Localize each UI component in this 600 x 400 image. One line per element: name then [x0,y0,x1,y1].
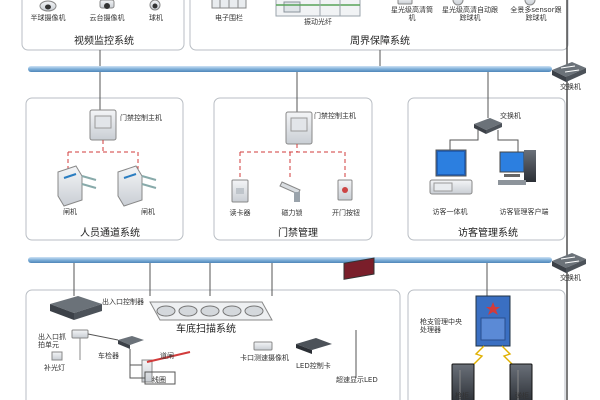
magnetic-lock-icon [279,181,301,202]
dome-camera-icon [39,0,57,12]
switch-icon [474,118,502,134]
checkpoint-camera-icon [253,341,273,351]
gun-management-processor-icon [475,295,511,347]
device-label: 读卡器 [229,209,251,217]
device-label: 出入口抓拍单元 [38,333,66,349]
device-label: 半球摄像机 [30,14,66,22]
card-reader-icon [231,179,249,203]
system-title: 访客管理系统 [458,228,518,239]
device-label: 访客管理客户端 [499,208,549,216]
device-label: 门禁控制主机 [314,112,356,120]
visitor-kiosk-icon [429,149,473,195]
access-controller-icon [285,111,313,145]
control-link [87,333,145,379]
control-link [239,144,346,178]
system-title: 人员通道系统 [80,228,140,239]
entrance-controller-icon [50,296,102,320]
access-system-box [213,97,373,241]
switch-label: 交换机 [500,112,521,120]
wireless-link [469,345,485,369]
system-title: 视频监控系统 [74,36,134,47]
bullet-camera-icon [397,0,413,5]
device-label: 访客一体机 [432,208,468,216]
device-label: 电子围栏 [215,14,243,22]
device-label: 门禁控制主机 [120,114,162,122]
multisensor-dome-icon [524,0,536,6]
switch-label: 交换机 [560,274,581,282]
tracking-dome-icon [452,0,464,6]
network-link [449,130,519,152]
switch-icon [552,253,586,273]
exit-button-icon [337,179,353,201]
led-control-card-icon [296,338,332,354]
device-label: 出入口控制器 [102,298,144,306]
device-label: 球机 [149,14,163,22]
turnstile-icon [117,165,157,207]
device-label: 枪支管理中央处理器 [420,318,462,334]
system-title: 周界保障系统 [350,36,410,47]
barrier-gate-icon [141,351,191,383]
visitor-system-box [407,97,566,241]
electric-fence-icon [211,0,247,9]
device-label: 卡口测速摄像机 [240,354,289,362]
speed-led-display-icon [343,257,375,378]
device-label: 超速显示LED [336,376,378,384]
gun-cabinet-icon [451,363,475,400]
visitor-client-pc-icon [498,150,536,185]
fiber-fence-icon [275,0,361,17]
device-label: 云台摄像机 [89,14,125,22]
fill-light-icon [51,351,63,361]
control-link [67,140,139,172]
device-label: 闸机 [141,208,155,216]
device-label: 车检器 [98,352,119,360]
device-label: 开门按钮 [332,209,360,217]
device-label: 弹柜 [515,392,529,400]
device-label: 线圈 [152,376,166,384]
device-label: 枪柜 [455,392,469,400]
device-label: 振动光纤 [304,18,332,26]
device-label: 全景多sensor跟踪球机 [510,6,562,22]
wireless-link [501,345,517,369]
vehicle-detector-icon [118,336,144,349]
device-label: 星光级高清自动跟踪球机 [442,6,498,22]
ptz-camera-icon [99,0,115,9]
device-label: 道闸 [160,352,174,360]
access-controller-icon [89,109,117,141]
switch-label: 交换机 [560,83,581,91]
device-label: 星光级高清筒机 [391,6,433,22]
vehicle-system-box [25,289,401,400]
video-system-box [21,0,185,51]
device-label: 补光灯 [44,364,65,372]
speed-dome-icon [149,0,161,11]
turnstile-icon [57,165,97,207]
system-title: 门禁管理 [278,228,318,239]
system-title: 车底扫描系统 [176,324,236,335]
switch-icon [552,62,586,82]
undercar-scanner-icon [149,301,273,321]
device-label: LED控制卡 [296,362,331,370]
device-label: 磁力锁 [281,209,303,217]
network-backbone-bottom [28,257,552,263]
ammo-cabinet-icon [509,363,533,400]
device-label: 闸机 [63,208,77,216]
network-backbone-top [28,66,552,72]
